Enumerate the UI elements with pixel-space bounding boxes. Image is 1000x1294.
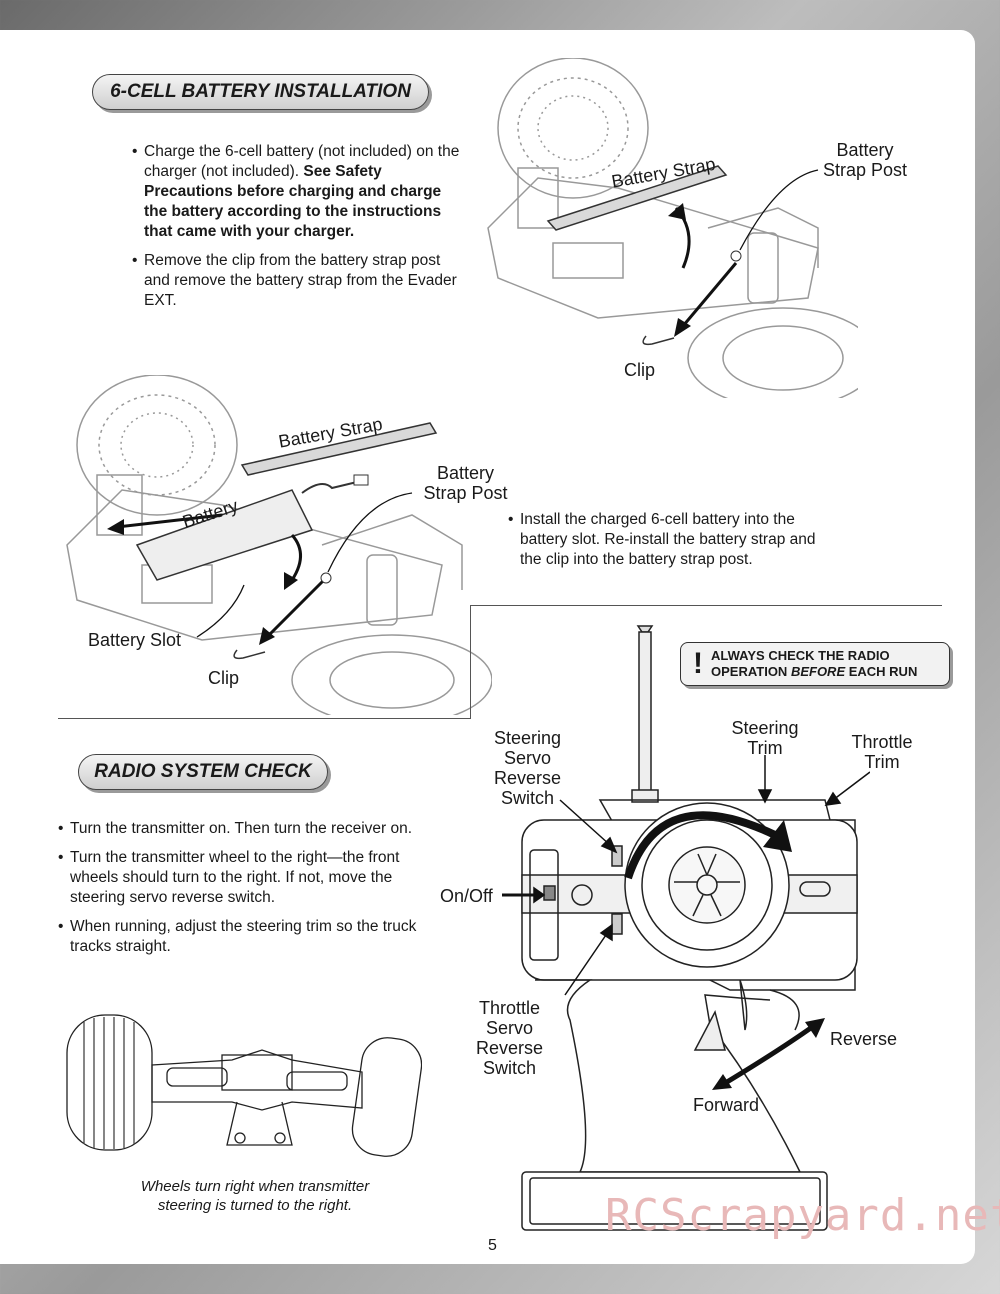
suspension-caption: Wheels turn right when transmitter steer… xyxy=(140,1178,370,1214)
radio-section-title: RADIO SYSTEM CHECK xyxy=(78,754,328,790)
radio-check-instructions: Turn the transmitter on. Then turn the r… xyxy=(58,819,443,966)
radio-warning-box: ! ALWAYS CHECK THE RADIO OPERATION BEFOR… xyxy=(680,642,950,686)
front-suspension-illustration xyxy=(66,1014,422,1157)
fig1-clip-label: Clip xyxy=(624,360,656,380)
on-off-label: On/Off xyxy=(440,886,493,906)
radio-step-2: Turn the transmitter wheel to the right—… xyxy=(58,848,443,908)
section-divider-top xyxy=(470,605,942,606)
radio-warning-text: ALWAYS CHECK THE RADIO OPERATION BEFORE … xyxy=(711,648,918,679)
battery-step-2: Remove the clip from the battery strap p… xyxy=(132,251,462,311)
transmitter-illustration xyxy=(521,625,858,1231)
watermark: RCScrapyard.net xyxy=(605,1190,1000,1241)
page-number: 5 xyxy=(488,1237,497,1254)
battery-install-instructions: Install the charged 6-cell battery into … xyxy=(508,510,823,579)
forward-label: Forward xyxy=(693,1095,760,1115)
battery-section-title: 6-CELL BATTERY INSTALLATION xyxy=(92,74,429,110)
fig2-clip-label: Clip xyxy=(208,668,240,688)
battery-step-3: Install the charged 6-cell battery into … xyxy=(508,510,823,570)
radio-step-1: Turn the transmitter on. Then turn the r… xyxy=(58,819,443,839)
battery-strap-removal-illustration xyxy=(487,58,858,398)
section-divider-vertical xyxy=(470,605,471,718)
section-divider-bottom xyxy=(58,718,471,719)
transmitter-callout-arrows xyxy=(502,755,870,1090)
reverse-label: Reverse xyxy=(830,1029,898,1049)
fig2-battery-slot-label: Battery Slot xyxy=(88,630,182,650)
battery-step-1: Charge the 6-cell battery (not included)… xyxy=(132,142,462,242)
battery-installation-illustration xyxy=(66,375,492,715)
battery-instructions: Charge the 6-cell battery (not included)… xyxy=(132,142,462,320)
exclamation-icon: ! xyxy=(693,647,703,680)
radio-step-3: When running, adjust the steering trim s… xyxy=(58,917,443,957)
